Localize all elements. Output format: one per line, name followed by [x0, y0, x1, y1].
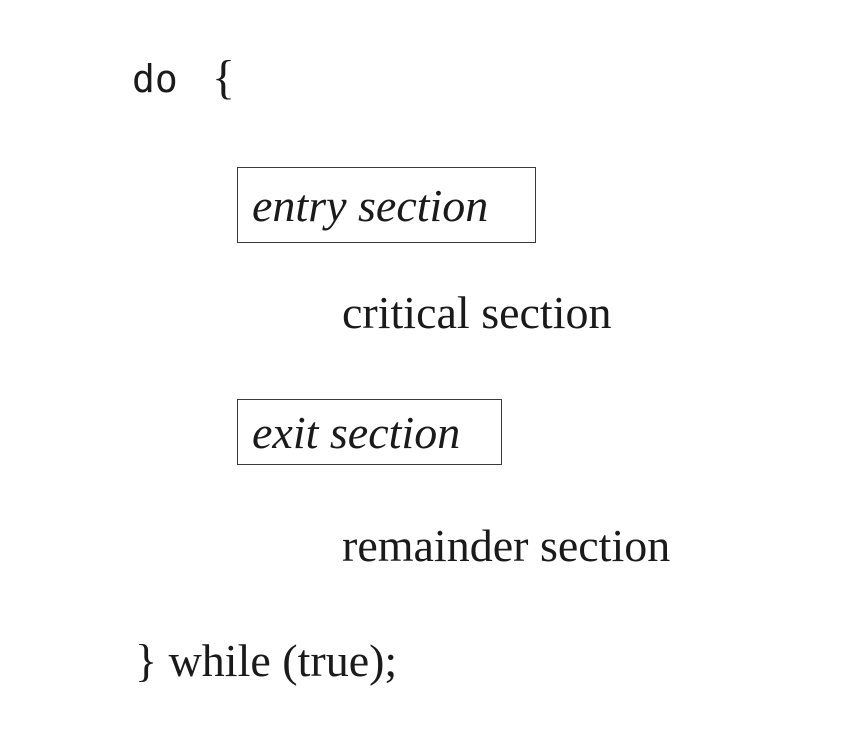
entry-section-box: entry section: [237, 167, 536, 243]
remainder-section-label: remainder section: [342, 520, 671, 571]
open-brace: {: [212, 51, 236, 104]
exit-section-label: exit section: [252, 406, 461, 458]
do-keyword: do: [132, 57, 178, 101]
exit-section-box: exit section: [237, 399, 502, 465]
while-true-closing-line: } while (true);: [135, 635, 398, 686]
entry-section-label: entry section: [252, 179, 489, 231]
critical-section-label: critical section: [342, 287, 612, 338]
